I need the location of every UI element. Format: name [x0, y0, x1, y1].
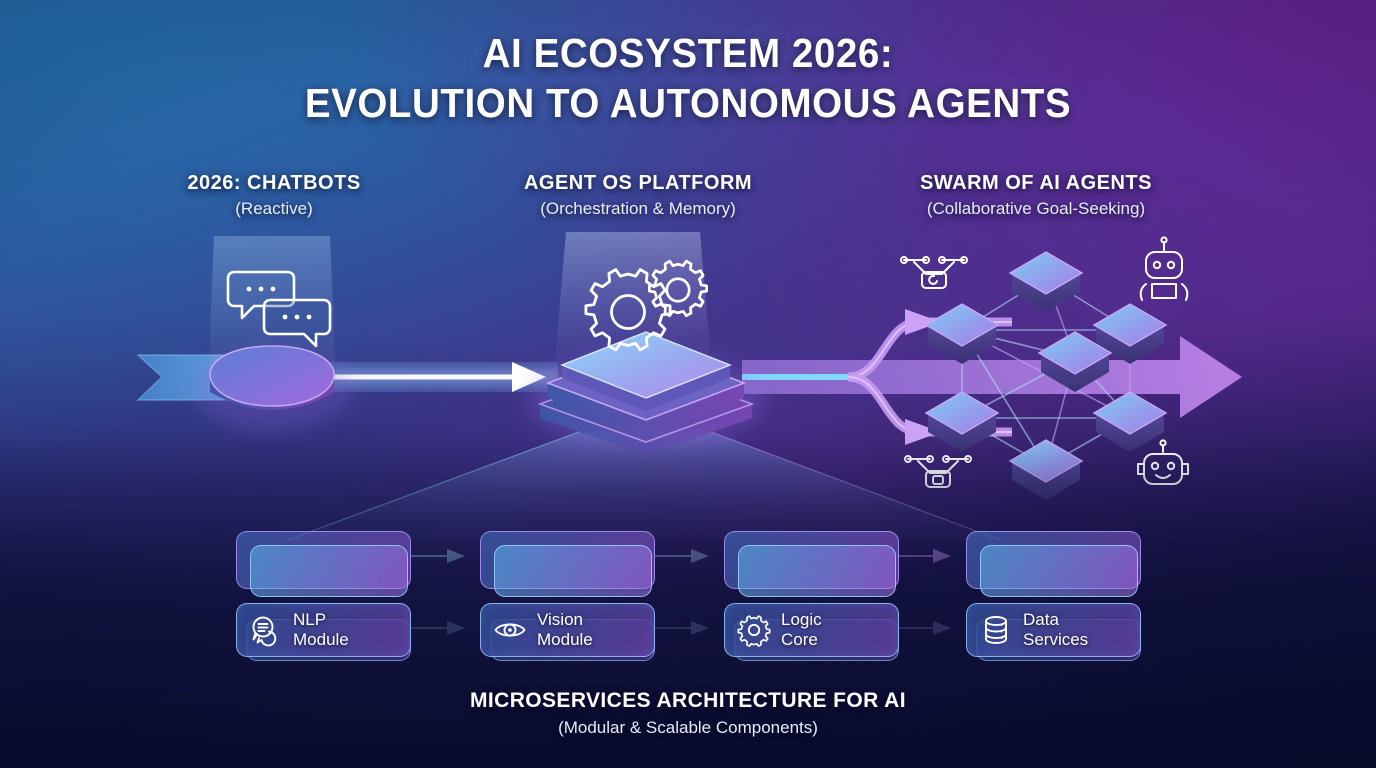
- card-inner-panel: [494, 545, 652, 597]
- flow-split-right: [742, 309, 1242, 445]
- chatbot-platform: [192, 345, 352, 432]
- bottom-shade: [0, 438, 1376, 768]
- stage-heading: SWARM OF AI AGENTS: [920, 172, 1152, 194]
- agentos-platform: [526, 331, 766, 455]
- card-line-2: Services: [1023, 630, 1089, 649]
- microservice-card-nlp[interactable]: NLP Module: [236, 531, 411, 661]
- microservice-card-logic[interactable]: Logic Core: [724, 531, 899, 661]
- stage-subheading: (Reactive): [235, 199, 313, 218]
- stage-label-agent-os: AGENT OS PLATFORM (Orchestration & Memor…: [468, 172, 808, 219]
- card-text: NLP Module: [293, 610, 349, 650]
- microservice-card-data[interactable]: Data Services: [966, 531, 1141, 661]
- eye-icon: [493, 613, 527, 647]
- card-label: Data Services: [966, 603, 1141, 657]
- card-line-2: Module: [293, 630, 349, 649]
- stage-subheading: (Collaborative Goal-Seeking): [926, 199, 1146, 218]
- card-inner-panel: [738, 545, 896, 597]
- stage-heading: 2026: CHATBOTS: [187, 172, 361, 194]
- card-text: Data Services: [1023, 610, 1088, 650]
- stage-subheading: (Orchestration & Memory): [540, 199, 736, 218]
- card-line-2: Module: [537, 630, 593, 649]
- speech-bubble-lines-icon: [249, 613, 283, 647]
- card-text: Logic Core: [781, 610, 822, 650]
- title-line-2: EVOLUTION TO AUTONOMOUS AGENTS: [304, 80, 1072, 127]
- page-title: AI ECOSYSTEM 2026: EVOLUTION TO AUTONOMO…: [41, 28, 1334, 128]
- stage-label-swarm: SWARM OF AI AGENTS (Collaborative Goal-S…: [866, 172, 1206, 219]
- stage-heading: AGENT OS PLATFORM: [523, 172, 753, 194]
- agentos-light-beam: [554, 232, 712, 372]
- card-line-2: Core: [781, 630, 818, 649]
- caption-subheading: (Modular & Scalable Components): [558, 718, 818, 737]
- card-text: Vision Module: [537, 610, 593, 650]
- card-line-1: NLP: [293, 609, 327, 629]
- robot-icon-top-right: [1139, 236, 1189, 301]
- chat-bubbles-icon: [226, 270, 332, 348]
- card-line-1: Vision: [537, 609, 583, 629]
- card-line-1: Logic: [781, 609, 822, 629]
- caption-heading: MICROSERVICES ARCHITECTURE FOR AI: [470, 689, 906, 712]
- microservices-caption: MICROSERVICES ARCHITECTURE FOR AI (Modul…: [0, 689, 1376, 738]
- card-label: Vision Module: [480, 603, 655, 657]
- gears-icon: [584, 259, 708, 352]
- stage-label-chatbots: 2026: CHATBOTS (Reactive): [104, 172, 444, 219]
- card-inner-panel: [980, 545, 1138, 597]
- microservice-card-vision[interactable]: Vision Module: [480, 531, 655, 661]
- drone-icon-top-left: [900, 256, 968, 289]
- database-icon: [979, 613, 1013, 647]
- title-line-1: AI ECOSYSTEM 2026:: [482, 30, 894, 76]
- card-line-1: Data: [1023, 609, 1059, 629]
- card-label: Logic Core: [724, 603, 899, 657]
- gear-icon: [737, 613, 771, 647]
- card-label: NLP Module: [236, 603, 411, 657]
- card-inner-panel: [250, 545, 408, 597]
